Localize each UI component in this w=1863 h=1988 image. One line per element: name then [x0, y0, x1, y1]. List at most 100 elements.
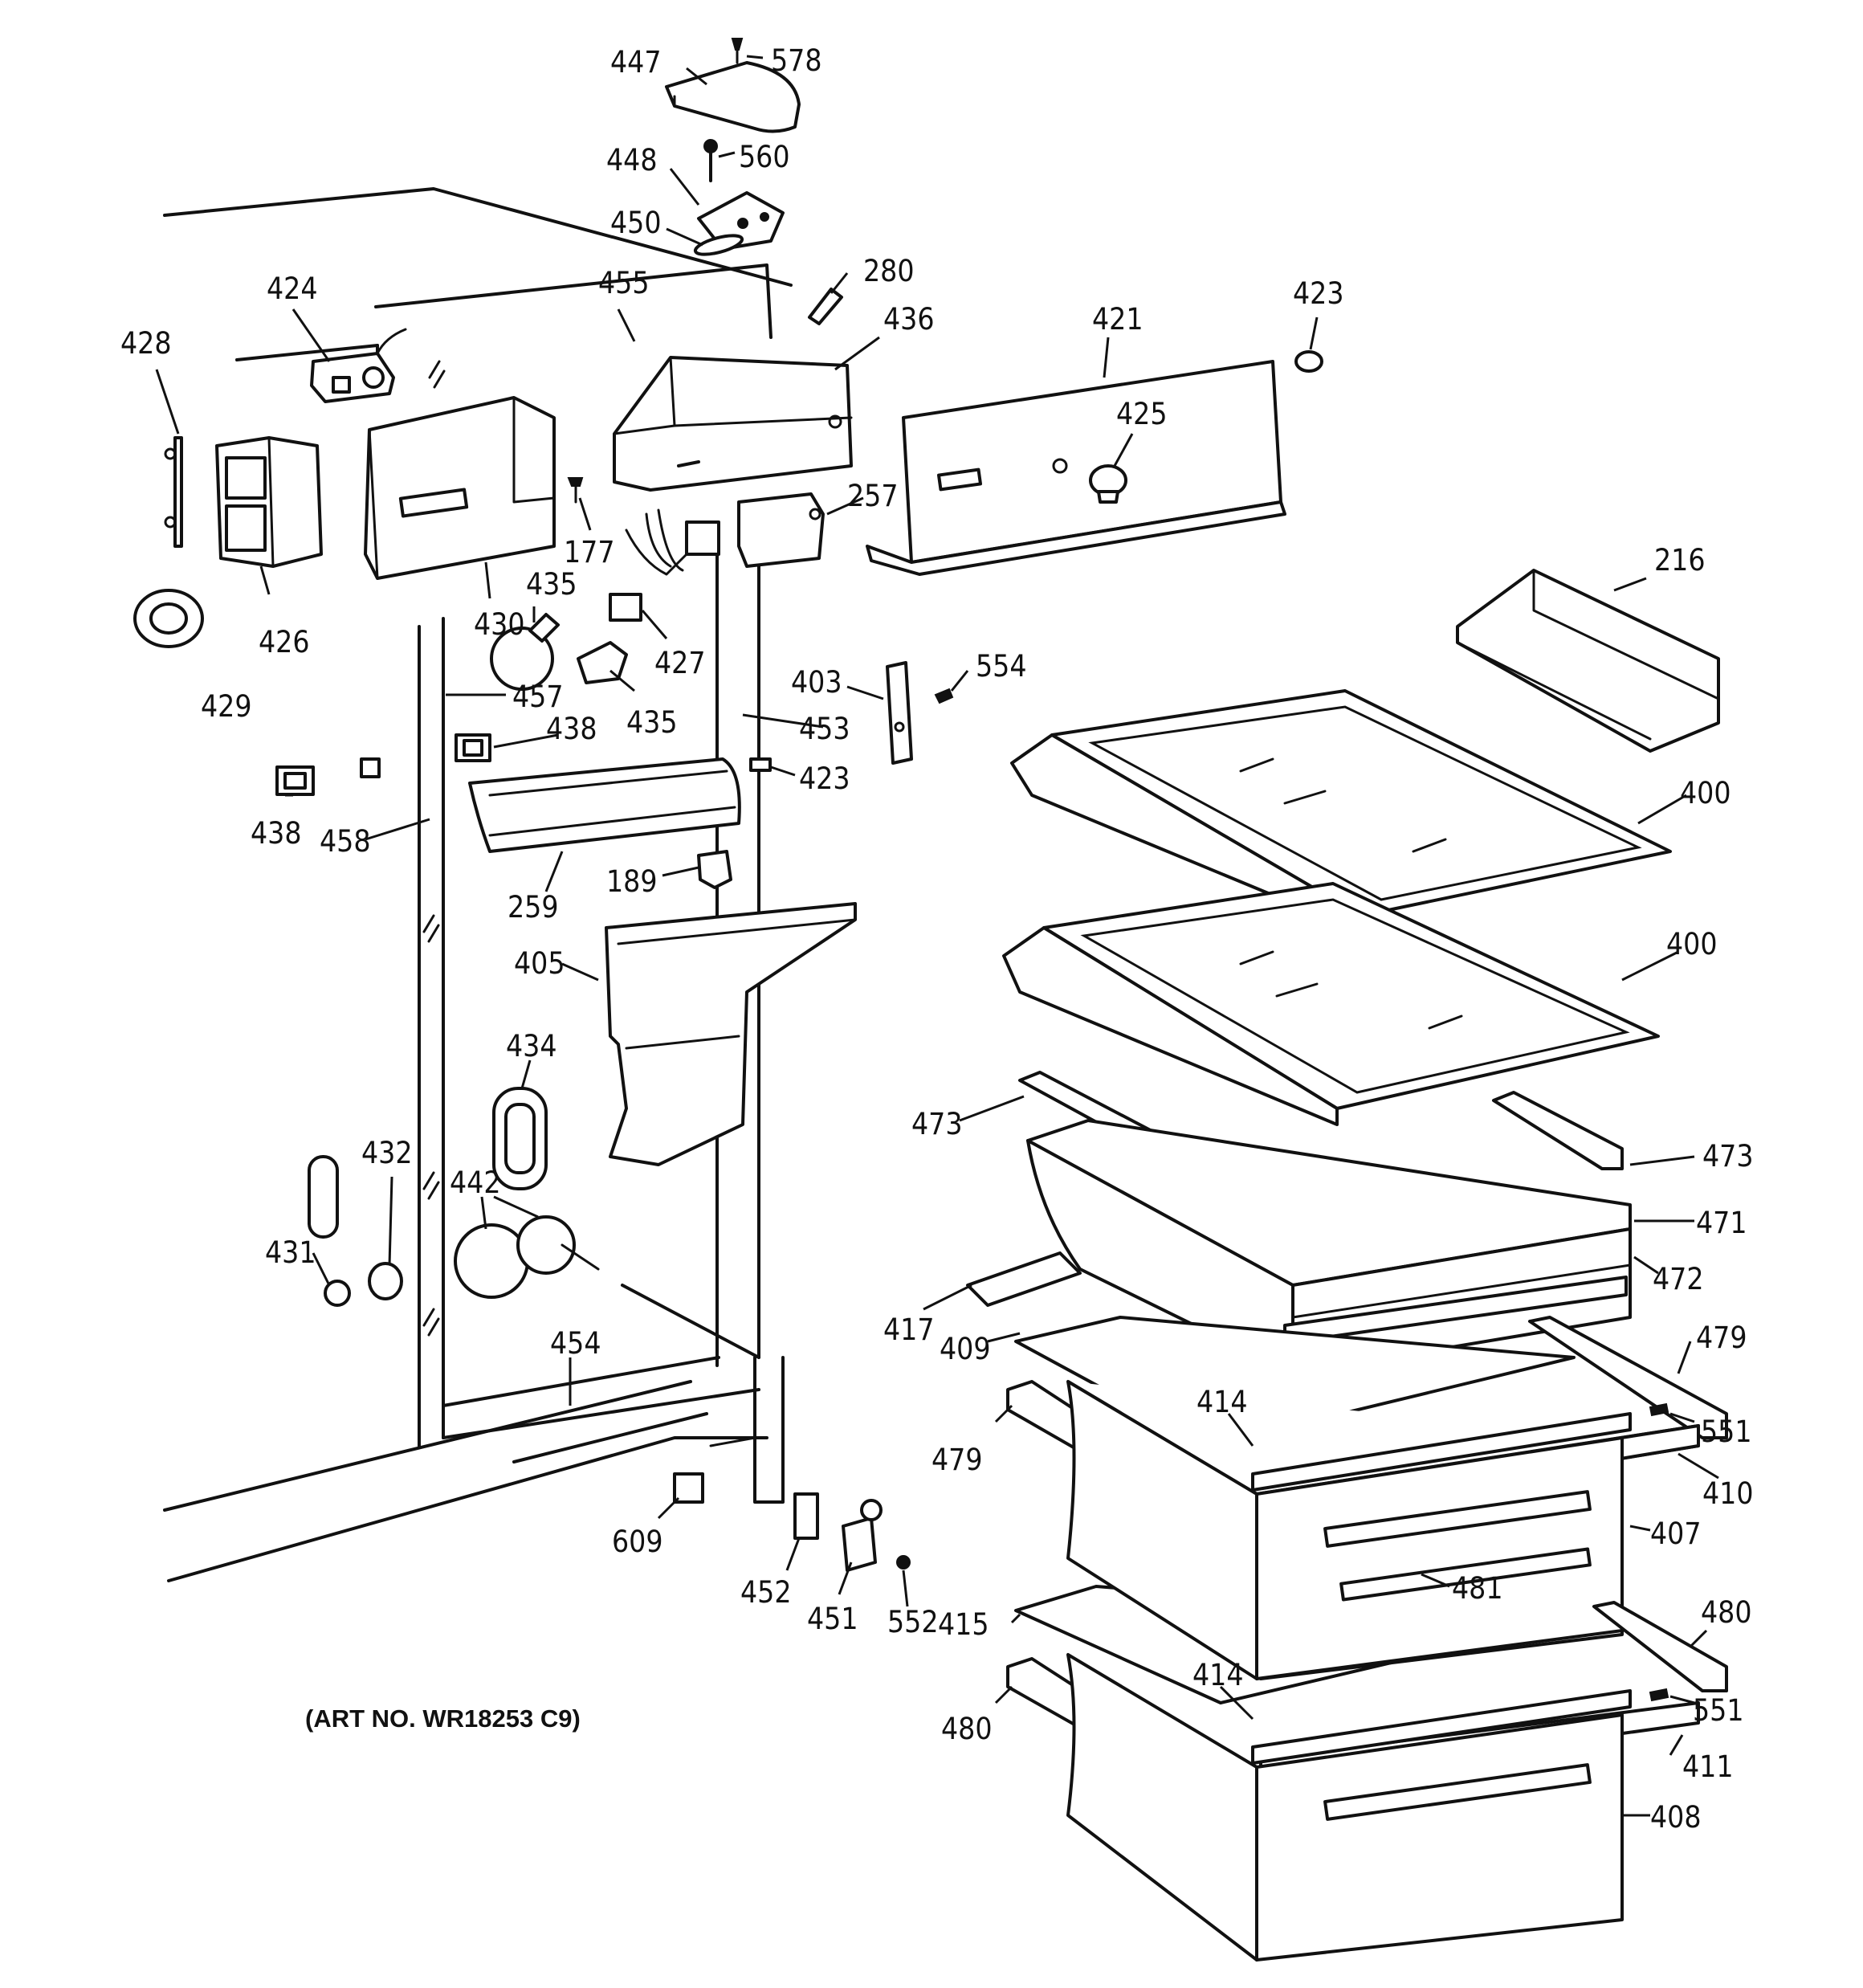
callout-280: 280 [863, 254, 915, 288]
slide-480-right [1592, 1601, 1728, 1692]
cabinet-outline [163, 187, 793, 1582]
callout-473-left: 473 [911, 1107, 963, 1141]
leader-lines [155, 55, 1719, 1817]
bushing-432 [368, 1262, 403, 1300]
callout-447: 447 [610, 45, 662, 80]
callout-216: 216 [1654, 543, 1706, 578]
callout-452: 452 [740, 1575, 792, 1610]
switch-438-b [275, 765, 315, 796]
callout-472: 472 [1653, 1262, 1704, 1296]
grille-434 [492, 1087, 548, 1190]
callout-257: 257 [847, 479, 899, 513]
callout-427: 427 [654, 646, 706, 680]
callout-414-bottom: 414 [1192, 1658, 1244, 1692]
square-pad [360, 757, 381, 778]
callout-425: 425 [1116, 397, 1168, 431]
callout-578: 578 [771, 43, 822, 78]
timer-257 [737, 492, 825, 568]
light-shield-259 [468, 757, 741, 853]
callout-423-top: 423 [1293, 276, 1344, 311]
callout-labels: 447 578 448 560 450 280 424 455 436 421 … [120, 43, 1754, 1835]
callout-471: 471 [1696, 1206, 1747, 1240]
callout-259: 259 [508, 890, 559, 925]
callout-438-top: 438 [546, 712, 597, 746]
callout-455: 455 [598, 266, 650, 300]
connector-423 [749, 757, 772, 772]
callout-432: 432 [361, 1136, 413, 1170]
callout-189: 189 [606, 864, 658, 899]
callout-423-mid: 423 [799, 761, 850, 796]
callout-434: 434 [506, 1029, 557, 1063]
callout-438-left: 438 [251, 816, 302, 851]
screw-177 [567, 477, 584, 504]
callout-551-bottom: 551 [1693, 1693, 1744, 1728]
callout-453: 453 [799, 712, 850, 746]
slide-479-right [1528, 1316, 1728, 1439]
callout-609: 609 [612, 1525, 663, 1559]
callout-400-top: 400 [1680, 776, 1731, 810]
fan-429 [133, 589, 204, 648]
grille-431 [308, 1155, 351, 1307]
callout-410: 410 [1702, 1476, 1754, 1511]
callout-442: 442 [450, 1165, 501, 1200]
callout-551-top: 551 [1701, 1414, 1752, 1449]
knob-423-top [1294, 350, 1323, 373]
crisper-pan-471 [1026, 1119, 1632, 1375]
drawer-407 [1066, 1380, 1700, 1680]
callout-479-right: 479 [1696, 1321, 1747, 1355]
callout-451: 451 [807, 1602, 858, 1636]
knob-425 [1089, 464, 1127, 504]
wire-harness-427 [609, 508, 720, 622]
callout-435-bottom: 435 [626, 705, 678, 740]
art-number-caption: (ART NO. WR18253 C9) [305, 1704, 581, 1733]
fitting-189 [697, 850, 732, 889]
callout-417: 417 [883, 1312, 935, 1347]
air-duct-405 [605, 902, 857, 1166]
shim-450 [693, 234, 744, 256]
callout-457: 457 [512, 680, 564, 714]
callout-473-right: 473 [1702, 1139, 1754, 1174]
screw-578 [731, 38, 744, 64]
callout-405: 405 [514, 946, 565, 981]
callout-421: 421 [1092, 302, 1143, 337]
callout-436: 436 [883, 302, 935, 337]
callout-554: 554 [976, 649, 1027, 684]
callout-454: 454 [550, 1326, 601, 1361]
callout-430: 430 [474, 607, 525, 642]
rail-417 [966, 1251, 1082, 1307]
switch-438-a [455, 733, 491, 762]
callout-552: 552 [887, 1605, 939, 1639]
callout-560: 560 [739, 140, 790, 174]
callout-458: 458 [320, 824, 371, 859]
screw-551-b [1649, 1688, 1669, 1702]
damper-442 [454, 1215, 600, 1299]
bumper-609 [673, 1472, 704, 1504]
callout-480-right: 480 [1701, 1595, 1752, 1630]
bulb-435 [490, 613, 560, 691]
callout-414-top: 414 [1196, 1385, 1248, 1419]
strap-428 [164, 436, 183, 548]
pin-280 [808, 288, 843, 325]
screw-560 [703, 139, 718, 182]
callout-450: 450 [610, 206, 662, 240]
bracket-403 [886, 661, 913, 765]
glass-shelf-400-second [1002, 882, 1660, 1126]
thermostat-424 [310, 328, 407, 403]
callout-411: 411 [1682, 1749, 1734, 1784]
callout-426: 426 [259, 625, 310, 659]
light-housing-426 [215, 436, 323, 568]
callout-424: 424 [267, 271, 318, 306]
callout-481: 481 [1452, 1571, 1503, 1606]
callout-479-left: 479 [932, 1443, 983, 1477]
callout-407: 407 [1650, 1517, 1702, 1551]
plate-452 [793, 1492, 819, 1540]
air-housing-430 [364, 396, 556, 580]
screw-551-a [1649, 1402, 1669, 1417]
callout-409: 409 [940, 1332, 991, 1366]
slide-473-right [1492, 1091, 1624, 1170]
hinge-451 [842, 1499, 883, 1572]
callout-480-left: 480 [941, 1712, 993, 1746]
callout-408: 408 [1650, 1800, 1702, 1835]
drawer-408 [1066, 1653, 1700, 1961]
